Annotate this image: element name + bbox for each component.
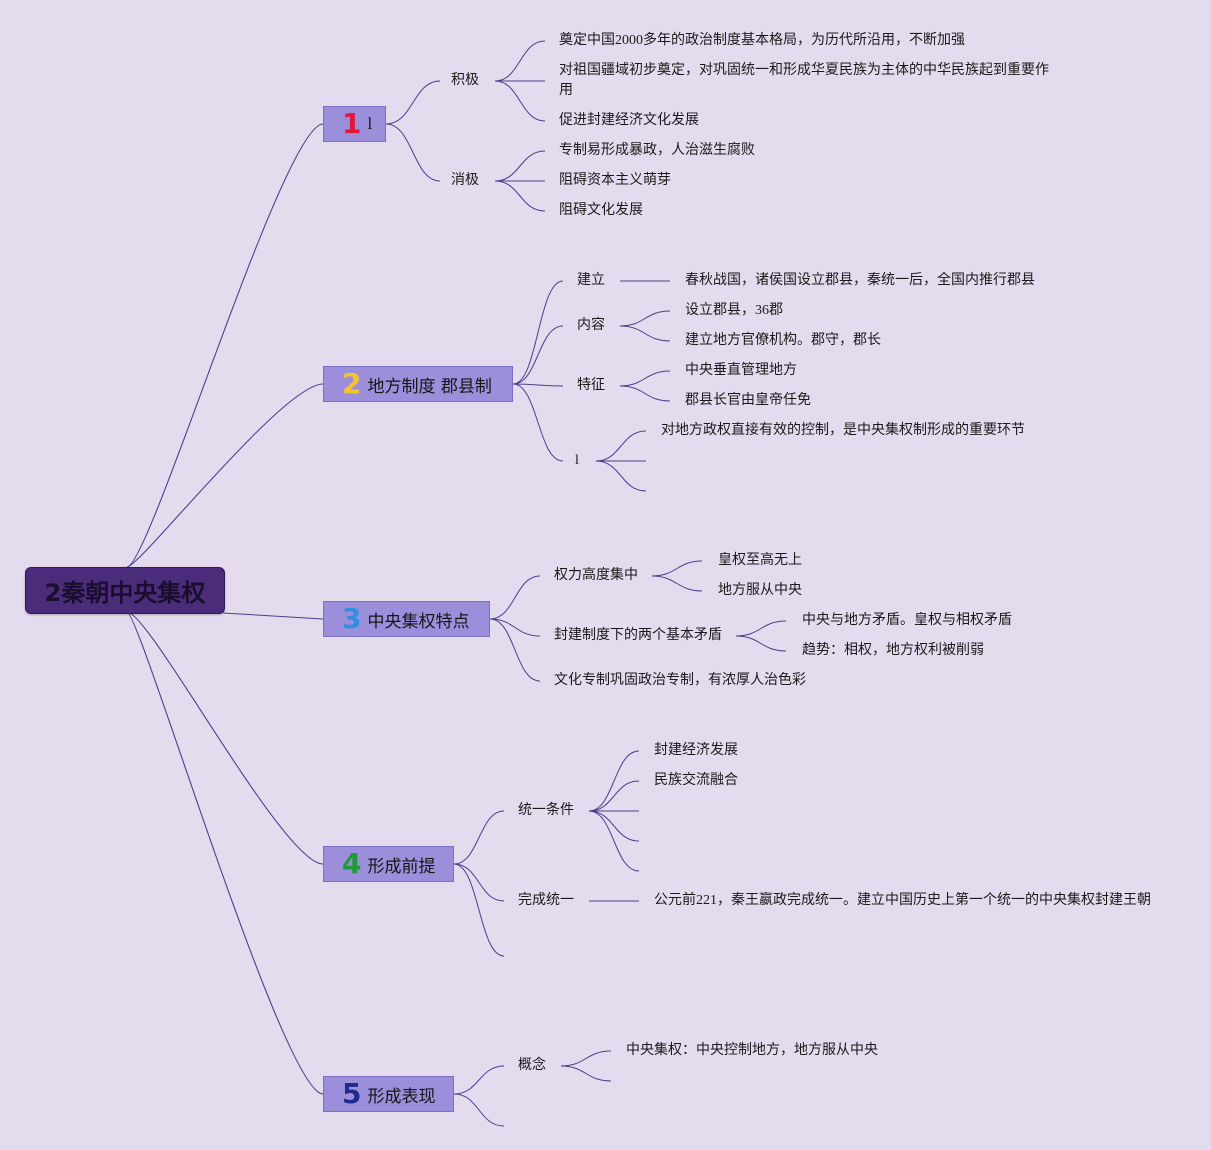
- connector-line: [588, 750, 640, 812]
- branch-label-3: 中央集权特点: [367, 611, 470, 632]
- branch-label-2: 地方制度 郡县制: [367, 376, 492, 397]
- branch-node-1[interactable]: 1 l: [323, 106, 386, 142]
- leaf-text[interactable]: 对祖国疆域初步奠定，对巩固统一和形成华夏民族为主体的中华民族起到重要作用: [559, 63, 1049, 98]
- connector-line: [453, 1093, 505, 1127]
- subtopic-complete-unification[interactable]: 完成统一: [518, 893, 574, 908]
- root-label: 2秦朝中央集权: [44, 579, 206, 607]
- subtopic-negative[interactable]: 消极: [451, 173, 479, 188]
- connector-line: [494, 80, 546, 122]
- leaf-text[interactable]: 专制易形成暴政，人治滋生腐败: [559, 143, 755, 158]
- leaf-text[interactable]: 中央与地方矛盾。皇权与相权矛盾: [802, 613, 1012, 628]
- connector-line: [588, 810, 640, 872]
- connector-line: [588, 810, 640, 842]
- branch-node-3[interactable]: 3 中央集权特点: [323, 601, 490, 637]
- connector-line: [619, 385, 671, 402]
- leaf-text[interactable]: 郡县长官由皇帝任免: [685, 393, 811, 408]
- leaf-text[interactable]: 阻碍文化发展: [559, 203, 643, 218]
- subtopic-positive[interactable]: 积极: [451, 73, 479, 88]
- connector-line: [595, 430, 647, 462]
- number-4-icon: 4: [342, 847, 362, 880]
- connector-line: [489, 618, 541, 682]
- branch-node-4[interactable]: 4 形成前提: [323, 846, 454, 882]
- connector-line: [512, 383, 564, 462]
- number-5-icon: 5: [342, 1077, 362, 1110]
- number-1-icon: 1: [342, 107, 362, 140]
- connector-line: [560, 1065, 612, 1082]
- connector-line: [494, 40, 546, 82]
- connector-line: [512, 325, 564, 385]
- branch-node-5[interactable]: 5 形成表现: [323, 1076, 454, 1112]
- number-3-icon: 3: [342, 602, 362, 635]
- connector-line: [494, 150, 546, 182]
- connector-line: [453, 863, 505, 902]
- leaf-text[interactable]: 地方服从中央: [718, 583, 802, 598]
- connector-line: [651, 560, 703, 577]
- leaf-text[interactable]: 中央垂直管理地方: [685, 363, 797, 378]
- connector-line: [560, 1050, 612, 1067]
- leaf-text[interactable]: 公元前221，秦王嬴政完成统一。建立中国历史上第一个统一的中央集权封建王朝: [654, 893, 1151, 908]
- connector-line: [512, 383, 564, 387]
- connector-line: [588, 780, 640, 812]
- connector-line: [126, 611, 324, 1095]
- connector-line: [126, 611, 324, 865]
- connector-line: [453, 810, 505, 865]
- leaf-text[interactable]: 民族交流融合: [654, 773, 738, 788]
- leaf-text[interactable]: 建立地方官僚机构。郡守，郡长: [685, 333, 881, 348]
- subtopic-establish[interactable]: 建立: [577, 273, 605, 288]
- connector-line: [494, 180, 546, 212]
- connector-line: [735, 635, 787, 652]
- leaf-text[interactable]: 对地方政权直接有效的控制，是中央集权制形成的重要环节: [661, 423, 1025, 438]
- leaf-text[interactable]: 促进封建经济文化发展: [559, 113, 699, 128]
- number-2-icon: 2: [342, 367, 362, 400]
- subtopic-content[interactable]: 内容: [577, 318, 605, 333]
- connector-line: [595, 460, 647, 492]
- branch-label-1: l: [367, 114, 373, 133]
- leaf-text[interactable]: 设立郡县，36郡: [685, 303, 783, 318]
- connector-line: [222, 612, 324, 620]
- leaf-text[interactable]: 阻碍资本主义萌芽: [559, 173, 671, 188]
- subtopic-cultural-autocracy[interactable]: 文化专制巩固政治专制，有浓厚人治色彩: [554, 673, 806, 688]
- subtopic-unification-conditions[interactable]: 统一条件: [518, 803, 574, 818]
- leaf-text[interactable]: 皇权至高无上: [718, 553, 802, 568]
- connector-line: [619, 310, 671, 327]
- subtopic-l[interactable]: l: [575, 453, 579, 468]
- connector-line: [512, 280, 564, 385]
- connector-line: [453, 1065, 505, 1095]
- connector-line: [489, 618, 541, 637]
- connector-line: [385, 123, 441, 182]
- subtopic-concept[interactable]: 概念: [518, 1058, 546, 1073]
- root-node[interactable]: 2秦朝中央集权: [25, 567, 225, 614]
- connector-line: [385, 80, 441, 125]
- leaf-text[interactable]: 春秋战国，诸侯国设立郡县，秦统一后，全国内推行郡县: [685, 273, 1035, 288]
- subtopic-feature[interactable]: 特征: [577, 378, 605, 393]
- leaf-text[interactable]: 中央集权：中央控制地方，地方服从中央: [626, 1043, 878, 1058]
- connector-line: [619, 370, 671, 387]
- branch-node-2[interactable]: 2 地方制度 郡县制: [323, 366, 513, 402]
- branch-label-5: 形成表现: [367, 1086, 436, 1107]
- connector-line: [126, 123, 324, 568]
- leaf-text[interactable]: 趋势：相权，地方权利被削弱: [802, 643, 984, 658]
- connector-line: [651, 575, 703, 592]
- branch-label-4: 形成前提: [367, 856, 436, 877]
- leaf-text[interactable]: 奠定中国2000多年的政治制度基本格局，为历代所沿用，不断加强: [559, 33, 965, 48]
- connector-line: [619, 325, 671, 342]
- subtopic-power-concentration[interactable]: 权力高度集中: [554, 568, 638, 583]
- subtopic-contradictions[interactable]: 封建制度下的两个基本矛盾: [554, 628, 722, 643]
- connector-line: [489, 575, 541, 620]
- connector-line: [126, 383, 324, 568]
- leaf-text[interactable]: 封建经济发展: [654, 743, 738, 758]
- connector-line: [453, 863, 505, 957]
- connector-line: [735, 620, 787, 637]
